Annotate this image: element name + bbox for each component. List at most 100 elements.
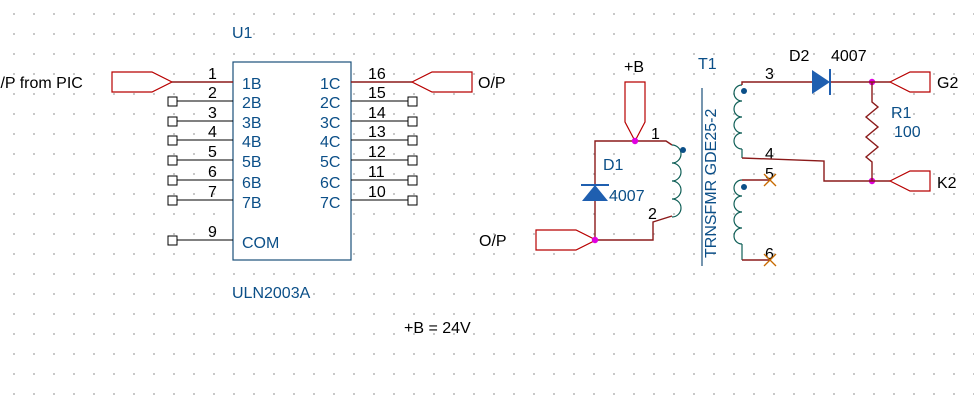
- r1-resistor[interactable]: R1 100: [864, 82, 921, 181]
- op-output-label: O/P: [478, 75, 506, 92]
- u1-pin-name: 4C: [320, 134, 340, 151]
- t1-transformer[interactable]: T1 TRNSFMR GDE25-2 1 2 3 4 5 6: [648, 56, 774, 266]
- u1-pin-name: 6C: [320, 175, 340, 192]
- t1-secondary-coil-lower: [733, 179, 743, 245]
- t1-pin-number: 2: [648, 206, 657, 223]
- t1-secondary-coil-upper: [733, 84, 743, 150]
- u1-pin-number: 10: [368, 184, 386, 201]
- u1-com-pin: 9 COM: [167, 224, 279, 252]
- op-output-port[interactable]: [410, 71, 473, 93]
- k2-label: K2: [937, 175, 957, 192]
- pin-stub-terminal: [167, 116, 178, 127]
- u1-pin-number: 5: [208, 144, 217, 161]
- u1-pin-name: 1C: [320, 76, 340, 93]
- t1-secondary-polarity-dot: [741, 88, 747, 94]
- t1-primary-coil: [671, 144, 682, 218]
- u1-ic[interactable]: U1 ULN2003A I/P from PIC 1 1B 2 2B 3 3B …: [0, 25, 506, 302]
- vplus-port-symbol[interactable]: [624, 81, 646, 143]
- d1-value: 4007: [609, 188, 645, 205]
- d2-diode-body: [812, 70, 830, 94]
- pin-stub-terminal: [407, 195, 418, 206]
- vplus-port[interactable]: +B: [624, 59, 646, 143]
- t1-secondary-polarity-dot: [741, 184, 747, 190]
- t1-part-number: TRNSFMR GDE25-2: [703, 109, 720, 258]
- d2-value: 4007: [831, 48, 867, 65]
- u1-pin-name: 2B: [242, 95, 262, 112]
- u1-pin-number: 16: [368, 66, 386, 83]
- u1-input-pin-5: 5 5B: [167, 144, 262, 171]
- r1-value: 100: [894, 124, 921, 141]
- pin-stub-terminal: [167, 235, 178, 246]
- d2-refdes: D2: [789, 48, 810, 65]
- d1-diode[interactable]: D1 4007: [581, 157, 645, 205]
- op-input-port[interactable]: [535, 229, 598, 251]
- t1-refdes: T1: [698, 56, 717, 73]
- u1-pin-name: 3C: [320, 115, 340, 132]
- pin-stub-terminal: [167, 135, 178, 146]
- junction-dot: [631, 137, 639, 145]
- u1-pin-number: 6: [208, 164, 217, 181]
- u1-input-pin-4: 4 4B: [167, 124, 262, 151]
- pin-stub-terminal: [407, 96, 418, 107]
- supply-voltage-note: +B = 24V: [404, 320, 471, 337]
- u1-pin-name: 7B: [242, 195, 262, 212]
- u1-pin-number: 4: [208, 124, 217, 141]
- t1-pin-number: 1: [651, 126, 660, 143]
- pin-stub-terminal: [407, 175, 418, 186]
- u1-output-pin-10: 10 7C: [320, 184, 418, 212]
- t1-primary-polarity-dot: [680, 147, 686, 153]
- pin-stub-terminal: [407, 116, 418, 127]
- no-connect-marker: [763, 173, 777, 187]
- u1-pin-number: 15: [368, 85, 386, 102]
- u1-refdes: U1: [232, 25, 253, 42]
- u1-pin-number: 11: [368, 164, 385, 181]
- g2-port[interactable]: [888, 71, 931, 93]
- u1-input-pin-2: 2 2B: [167, 85, 262, 112]
- u1-pin-number: 1: [208, 66, 217, 83]
- u1-output-pin-13: 13 4C: [320, 124, 418, 151]
- u1-pin-number: 7: [208, 184, 217, 201]
- u1-pin-name: 5C: [320, 154, 340, 171]
- junction-dot: [591, 236, 599, 244]
- pin-stub-terminal: [167, 155, 178, 166]
- u1-output-pin-14: 14 3C: [320, 105, 418, 132]
- u1-pin-name: 2C: [320, 95, 340, 112]
- u1-pin-name: 3B: [242, 115, 262, 132]
- pin-stub-terminal: [167, 96, 178, 107]
- pin-stub-terminal: [407, 155, 418, 166]
- u1-pin-name: 7C: [320, 195, 340, 212]
- u1-pin-number: 3: [208, 105, 217, 122]
- t1-pin-number: 4: [765, 146, 774, 163]
- t1-pin-number: 5: [765, 166, 774, 183]
- u1-pin-number: 13: [368, 124, 386, 141]
- u1-input-pin-3: 3 3B: [167, 105, 262, 132]
- u1-output-pin-15: 15 2C: [320, 85, 418, 112]
- u1-pin-name: 6B: [242, 175, 262, 192]
- u1-input-pin-7: 7 7B: [167, 184, 262, 212]
- u1-body: [232, 61, 352, 261]
- u1-output-pin-11: 11 6C: [320, 164, 418, 192]
- t1-pin-number: 6: [765, 246, 774, 263]
- u1-pin-number: 14: [368, 105, 386, 122]
- u1-pin-name: 5B: [242, 154, 262, 171]
- d2-diode[interactable]: D2 4007: [789, 48, 867, 95]
- u1-pin-name: 1B: [242, 76, 262, 93]
- op-input-label: O/P: [479, 233, 507, 250]
- u1-pin-number: 12: [368, 144, 386, 161]
- pin-stub-terminal: [167, 195, 178, 206]
- u1-pin-number: 9: [208, 224, 217, 241]
- ip-from-pic-port[interactable]: [111, 71, 174, 93]
- k2-port[interactable]: [888, 170, 931, 192]
- u1-output-pin-12: 12 5C: [320, 144, 418, 171]
- u1-pin-number: 2: [208, 85, 217, 102]
- no-connect-marker: [763, 253, 777, 267]
- r1-refdes: R1: [891, 105, 912, 122]
- d1-refdes: D1: [603, 157, 624, 174]
- u1-input-pin-6: 6 6B: [167, 164, 262, 192]
- vplus-label: +B: [624, 59, 644, 76]
- ip-from-pic-label: I/P from PIC: [0, 75, 83, 92]
- g2-label: G2: [937, 75, 958, 92]
- u1-pin-name: COM: [242, 235, 279, 252]
- d1-diode-body: [582, 185, 608, 201]
